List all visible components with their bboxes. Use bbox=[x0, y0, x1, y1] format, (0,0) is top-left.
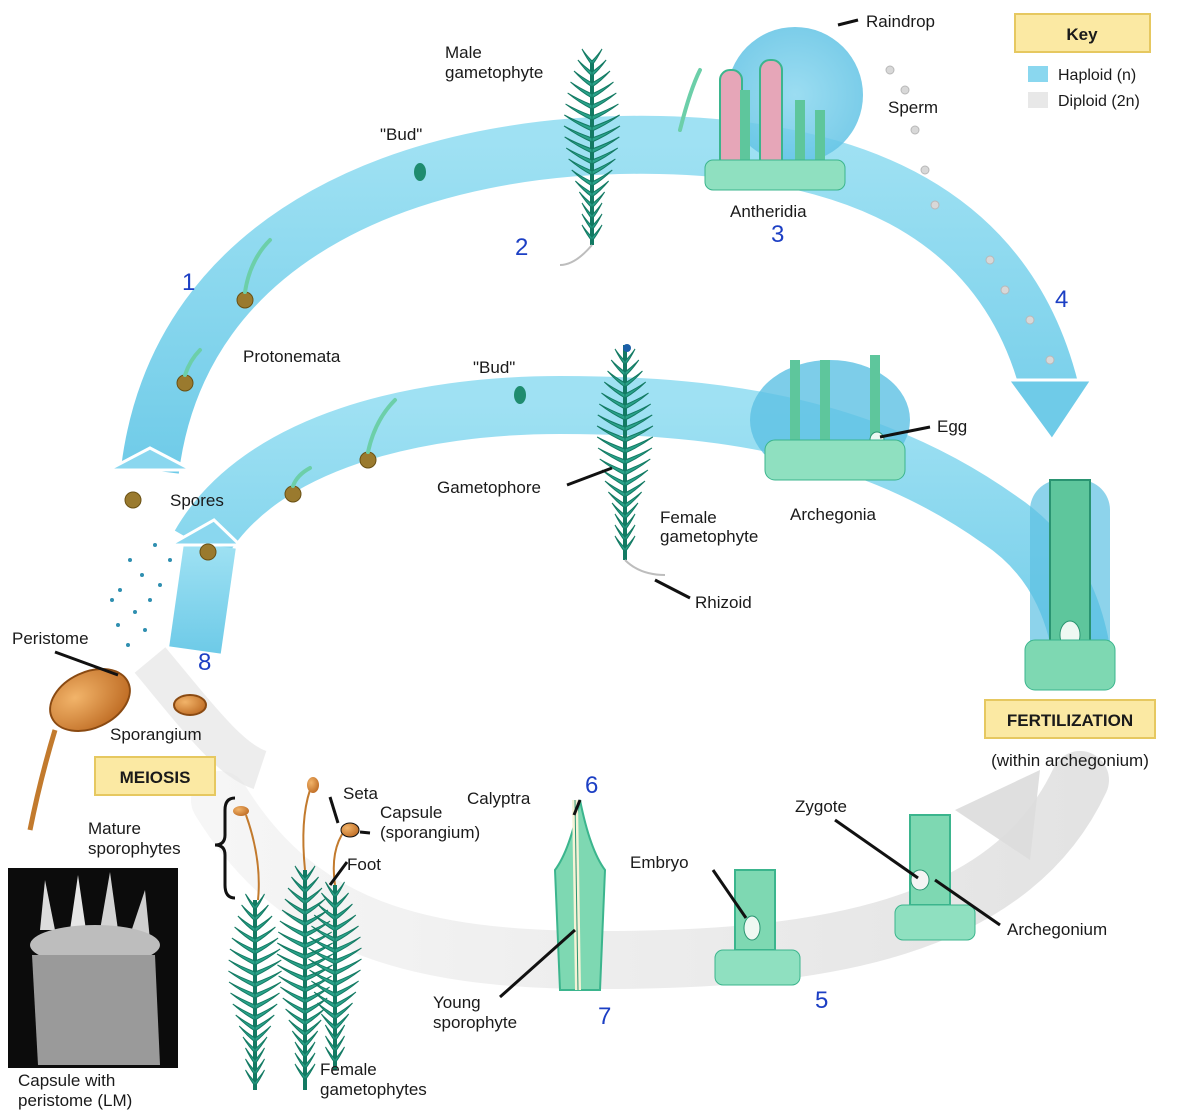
key-title: Key bbox=[1066, 25, 1098, 44]
label-bud-lower: "Bud" bbox=[473, 358, 515, 377]
label-protonemata: Protonemata bbox=[243, 347, 341, 366]
label-gametophore: Gametophore bbox=[437, 478, 541, 497]
archegonium-large-illustration bbox=[1025, 480, 1115, 690]
step-2: 2 bbox=[515, 234, 528, 261]
step-8: 8 bbox=[198, 649, 211, 676]
step-1: 1 bbox=[182, 269, 195, 296]
label-antheridia: Antheridia bbox=[730, 202, 807, 221]
label-raindrop: Raindrop bbox=[866, 12, 935, 31]
label-embryo: Embryo bbox=[630, 853, 689, 872]
archegonia-illustration bbox=[750, 355, 910, 480]
label-female-gametophytes-1: Female bbox=[320, 1060, 377, 1079]
fertilization-label: FERTILIZATION bbox=[1007, 711, 1133, 730]
key-legend: Key Haploid (n) Diploid (2n) bbox=[1015, 14, 1150, 110]
label-capsule-1: Capsule bbox=[380, 803, 442, 822]
fertilization-box: FERTILIZATION bbox=[985, 700, 1155, 738]
label-calyptra: Calyptra bbox=[467, 789, 531, 808]
haploid-inner-arc bbox=[170, 405, 1085, 680]
label-capsule-lm-1: Capsule with bbox=[18, 1071, 115, 1090]
capsule-lm-photo bbox=[8, 868, 178, 1068]
label-archegonium: Archegonium bbox=[1007, 920, 1107, 939]
meiosis-label: MEIOSIS bbox=[120, 768, 191, 787]
haploid-swatch bbox=[1028, 66, 1048, 82]
label-archegonia: Archegonia bbox=[790, 505, 877, 524]
label-sperm: Sperm bbox=[888, 98, 938, 117]
label-mature-sporophytes-1: Mature bbox=[88, 819, 141, 838]
label-egg: Egg bbox=[937, 417, 967, 436]
step-5: 5 bbox=[815, 987, 828, 1014]
label-sporangium: Sporangium bbox=[110, 725, 202, 744]
young-sporophyte-illustration bbox=[555, 800, 605, 990]
label-foot: Foot bbox=[347, 855, 381, 874]
label-bud-upper: "Bud" bbox=[380, 125, 422, 144]
label-rhizoid: Rhizoid bbox=[695, 593, 752, 612]
diploid-key-label: Diploid (2n) bbox=[1058, 93, 1140, 110]
sporangium-illustration bbox=[174, 695, 206, 715]
label-spores: Spores bbox=[170, 491, 224, 510]
label-capsule-lm-2: peristome (LM) bbox=[18, 1091, 132, 1110]
label-male-gametophyte-2: gametophyte bbox=[445, 63, 543, 82]
meiosis-box: MEIOSIS bbox=[95, 757, 215, 795]
label-seta: Seta bbox=[343, 784, 379, 803]
label-young-sporophyte-1: Young bbox=[433, 993, 481, 1012]
label-male-gametophyte-1: Male bbox=[445, 43, 482, 62]
haploid-key-label: Haploid (n) bbox=[1058, 67, 1136, 84]
label-female-gametophyte-1: Female bbox=[660, 508, 717, 527]
step-6: 6 bbox=[585, 772, 598, 799]
step-3: 3 bbox=[771, 221, 784, 248]
fertilization-subtitle: (within archegonium) bbox=[991, 751, 1149, 770]
label-capsule-2: (sporangium) bbox=[380, 823, 480, 842]
step-7: 7 bbox=[598, 1003, 611, 1030]
label-female-gametophyte-2: gametophyte bbox=[660, 527, 758, 546]
diploid-swatch bbox=[1028, 92, 1048, 108]
label-female-gametophytes-2: gametophytes bbox=[320, 1080, 427, 1099]
label-peristome: Peristome bbox=[12, 629, 89, 648]
label-young-sporophyte-2: sporophyte bbox=[433, 1013, 517, 1032]
label-mature-sporophytes-2: sporophytes bbox=[88, 839, 181, 858]
label-zygote: Zygote bbox=[795, 797, 847, 816]
step-4: 4 bbox=[1055, 286, 1068, 313]
